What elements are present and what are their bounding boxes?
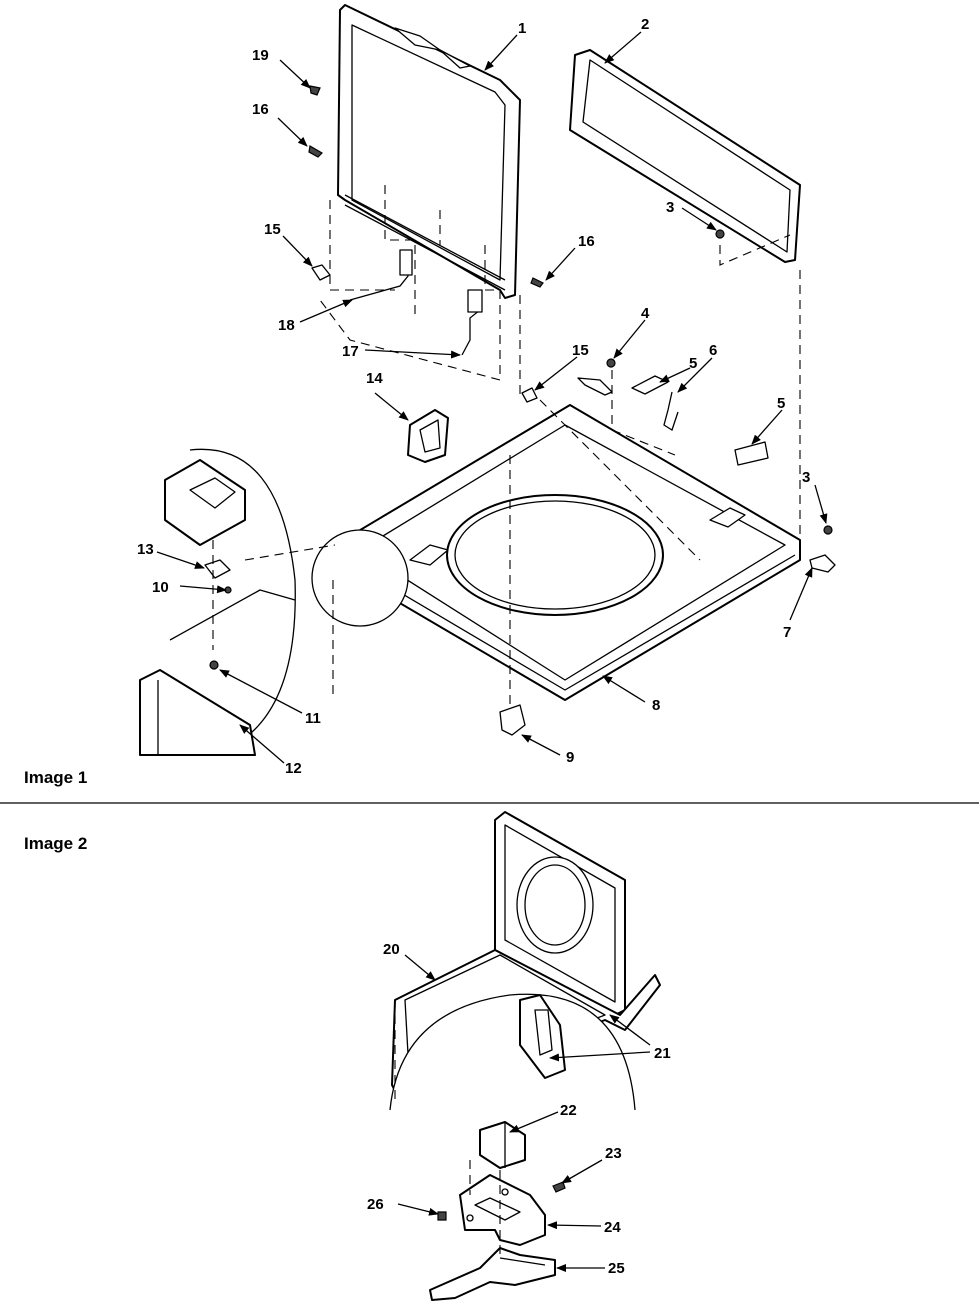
callout-15-left: 15 <box>264 221 281 238</box>
callout-22: 22 <box>560 1102 577 1119</box>
callout-18: 18 <box>278 317 295 334</box>
image-1-label: Image 1 <box>24 768 87 787</box>
callouts-image-2: 20 21 22 23 24 25 26 <box>367 941 671 1277</box>
part-20-frame <box>389 811 661 1111</box>
callout-21: 21 <box>654 1045 671 1062</box>
callout-17: 17 <box>342 343 359 360</box>
part-3-screw-lower <box>823 525 833 535</box>
callout-20: 20 <box>383 941 400 958</box>
part-22-switch <box>479 1121 526 1169</box>
callout-14: 14 <box>366 370 383 387</box>
part-6-wire-clip <box>663 391 679 431</box>
callout-15-right: 15 <box>572 342 589 359</box>
callout-11: 11 <box>305 710 321 727</box>
callout-1: 1 <box>518 20 526 37</box>
part-9-foot <box>499 704 526 736</box>
image-2-label: Image 2 <box>24 834 87 853</box>
image-2-exploded-view: Image 2 <box>24 811 671 1301</box>
callout-7: 7 <box>783 624 791 641</box>
part-2-back-panel <box>569 49 801 263</box>
callout-16-upper: 16 <box>252 101 269 118</box>
callout-23: 23 <box>605 1145 622 1162</box>
leader-lines <box>156 31 828 764</box>
part-26-screw <box>437 1211 447 1221</box>
callout-5-upper: 5 <box>689 355 697 372</box>
callout-10: 10 <box>152 579 169 596</box>
part-8-top-cover <box>334 404 801 701</box>
part-5-label-lower <box>734 441 769 466</box>
part-19-screw <box>309 85 321 96</box>
part-4-screw <box>577 358 616 396</box>
part-25-latch-plate <box>429 1247 556 1301</box>
part-17-rod <box>461 289 483 356</box>
alignment-lines <box>212 185 801 705</box>
part-16-screw-right <box>530 277 544 288</box>
callout-24: 24 <box>604 1219 621 1236</box>
callout-3-upper: 3 <box>666 199 674 216</box>
callout-6: 6 <box>709 342 717 359</box>
part-14-dispenser <box>407 409 449 463</box>
callout-8: 8 <box>652 697 660 714</box>
image-1-exploded-view: 1 2 3 19 16 15 16 18 17 4 5 6 15 14 5 3 … <box>24 4 836 787</box>
callout-12: 12 <box>285 760 302 777</box>
alignment-lines-2 <box>394 1000 501 1255</box>
part-16-screw-upper <box>308 145 323 158</box>
part-1-lid-frame <box>337 4 521 299</box>
callout-25: 25 <box>608 1260 625 1277</box>
part-7-bracket <box>809 554 836 573</box>
callout-13: 13 <box>137 541 154 558</box>
part-24-bracket <box>459 1174 546 1246</box>
callout-9: 9 <box>566 749 574 766</box>
callout-16-right: 16 <box>578 233 595 250</box>
detail-inset <box>139 448 409 756</box>
leader-lines-2 <box>397 954 651 1272</box>
part-18-rod <box>349 249 413 301</box>
part-23-screw <box>552 1181 566 1193</box>
part-5-label-upper <box>631 375 669 395</box>
callout-26: 26 <box>367 1196 384 1213</box>
part-15-clip-left <box>311 264 331 281</box>
part-15-clip-right <box>521 387 538 403</box>
callout-19: 19 <box>252 47 269 64</box>
part-3-screw-upper <box>715 229 725 239</box>
callout-3-lower: 3 <box>802 469 810 486</box>
callouts-image-1: 1 2 3 19 16 15 16 18 17 4 5 6 15 14 5 3 … <box>137 16 810 777</box>
callout-5-lower: 5 <box>777 395 785 412</box>
callout-4: 4 <box>641 305 650 322</box>
callout-2: 2 <box>641 16 649 33</box>
